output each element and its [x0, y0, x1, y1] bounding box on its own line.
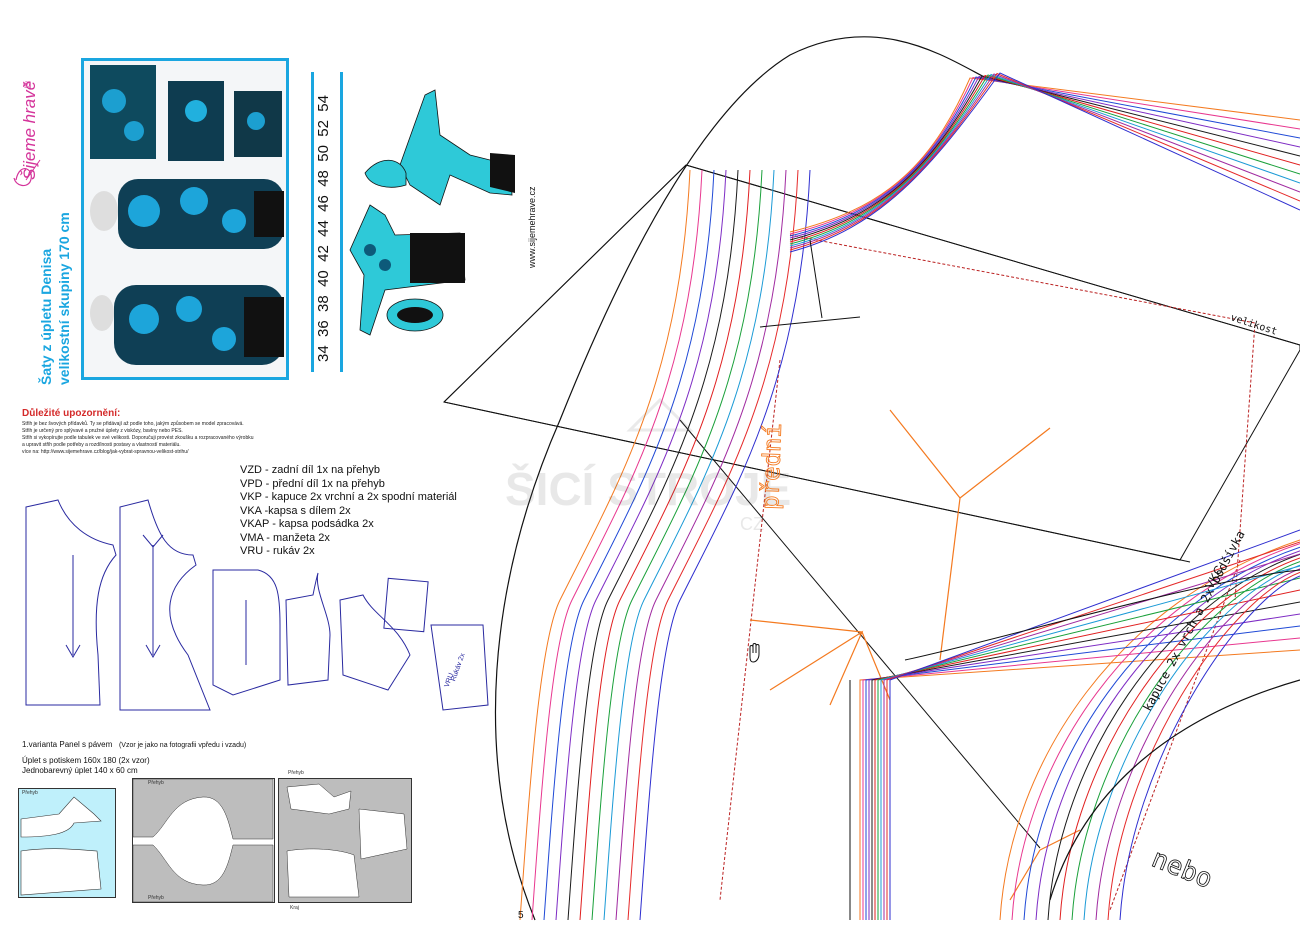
size-line-54 [639, 169, 811, 921]
legend-vru: VRU - rukáv 2x [240, 545, 315, 557]
bottom-label: nebo [1147, 844, 1216, 895]
size-42: 42 [315, 245, 332, 262]
layout-panel-plain [278, 778, 412, 903]
hood-line-52 [886, 541, 1300, 921]
warning-line-4: a upravit střih podle potřeby a rozdílno… [22, 442, 181, 448]
warning-line-1: Střih je bez švových přídavků. Ty se při… [22, 421, 244, 427]
layout-panel-cyan [18, 788, 116, 898]
legend-vpd: VPD - přední díl 1x na přehyb [240, 477, 385, 490]
fold-label-1: Přehyb [22, 790, 38, 796]
fabric-printed: Úplet s potiskem 160x 180 (2x vzor) [22, 756, 150, 765]
neck-line-46 [789, 74, 1300, 245]
warning-text: Střih je bez švových přídavků. Ty se při… [22, 421, 322, 456]
watermark: ŠICÍ STROJE CZ [505, 397, 791, 534]
size-bar-right [340, 72, 343, 372]
brand-registered-mark: ® [23, 80, 30, 90]
size-line-46 [591, 169, 763, 921]
size-line-44 [579, 169, 751, 921]
sleeve-piece-desc: Rukáv 2x [450, 652, 467, 682]
hand-cursor-icon [749, 643, 760, 663]
size-line-52 [627, 169, 799, 921]
variant-note: (Vzor je jako na fotografii vpředu i vza… [118, 742, 247, 749]
layout-panel-printed [132, 778, 275, 903]
hood-line-48 [880, 564, 1300, 921]
sleeve-piece-label: VRU [444, 672, 456, 688]
size-line-36 [531, 169, 703, 921]
neck-line-48 [789, 73, 1300, 247]
fold-label-3: Přehyb [148, 895, 164, 901]
hood-line-36 [862, 543, 1300, 921]
neck-line-54 [789, 72, 1300, 253]
size-44: 44 [315, 220, 332, 237]
technical-drawing [349, 89, 515, 336]
size-52: 52 [315, 120, 332, 137]
size-36: 36 [315, 320, 332, 337]
corner-number: 5 [518, 910, 524, 921]
size-label: velikost [1229, 312, 1278, 337]
hood-line-38 [865, 546, 1300, 921]
brand-name: Šijeme hravě [20, 80, 39, 180]
fabric-plain: Jednobarevný úplet 140 x 60 cm [22, 766, 138, 775]
hood-line-34 [859, 539, 1300, 921]
neck-line-36 [789, 76, 1300, 235]
legend-vkp: VKP - kapuce 2x vrchní a 2x spodní mater… [240, 491, 457, 503]
website[interactable]: www.sijemehrave.cz [527, 186, 537, 268]
size-line-50 [615, 169, 787, 921]
size-bar [311, 72, 314, 372]
neck-line-52 [789, 72, 1300, 251]
dress-photos-illustration [90, 65, 284, 365]
hood-line-44 [874, 557, 1300, 921]
pieces-legend: VZD - zadní díl 1x na přehyb VPD - předn… [240, 464, 457, 559]
legend-vkap: VKAP - kapsa podsádka 2x [240, 518, 374, 530]
size-48: 48 [315, 170, 332, 187]
fold-label-4: Přehyb [288, 770, 304, 776]
neck-line-40 [789, 75, 1300, 239]
neck-line-50 [789, 73, 1300, 249]
variant-title: 1.varianta Panel s pávem (Vzor je jako n… [22, 740, 247, 749]
neck-line-34 [789, 77, 1300, 233]
fold-label-2: Přehyb [148, 780, 164, 786]
size-line-48 [603, 169, 775, 921]
legend-vzd: VZD - zadní díl 1x na přehyb [240, 464, 381, 476]
size-line-38 [543, 169, 715, 921]
size-38: 38 [315, 295, 332, 312]
warning-line-3: Střih si vykopírujte podle tabulek ve sv… [22, 435, 254, 441]
hood-line-46 [877, 561, 1300, 921]
pattern-outer-curve [494, 36, 991, 921]
title-line1: Šaty z úpletu Denisa [38, 248, 54, 385]
neck-line-44 [789, 74, 1300, 243]
size-54: 54 [315, 95, 332, 112]
size-40: 40 [315, 270, 332, 287]
product-photos [81, 58, 289, 380]
neck-line-42 [789, 75, 1300, 241]
brand-logo: Šijeme hravě ® [6, 40, 46, 190]
needle-icon [13, 159, 41, 187]
size-line-40 [555, 169, 727, 921]
legend-vma: VMA - manžeta 2x [240, 531, 330, 544]
size-34: 34 [315, 345, 332, 362]
size-list: 34 36 38 40 42 44 46 48 50 52 54 [315, 95, 332, 362]
size-line-34 [519, 169, 691, 921]
legend-vka: VKA -kapsa s dílem 2x [240, 504, 351, 517]
pattern-pieces-overview: VRU Rukáv 2x [25, 499, 489, 711]
warning-heading: Důležité upozornění: [22, 408, 121, 419]
hood-line-42 [871, 553, 1300, 921]
neck-line-38 [789, 76, 1300, 237]
warning-line-2: Střih je určený pro splývavé a pružné úp… [22, 428, 183, 434]
size-line-42 [567, 169, 739, 921]
size-46: 46 [315, 195, 332, 212]
edge-label: Kraj [290, 905, 299, 911]
front-label: přední [756, 423, 787, 511]
size-50: 50 [315, 145, 332, 162]
watermark-line2: CZ [740, 514, 764, 534]
title-line2: velikostní skupiny 170 cm [56, 212, 72, 385]
watermark-line1: ŠICÍ STROJE [505, 463, 791, 515]
warning-line-5[interactable]: více na: http://www.sijemehrave.cz/blog/… [22, 449, 189, 455]
hood-line-54 [889, 529, 1300, 921]
hood-line-40 [868, 550, 1300, 921]
